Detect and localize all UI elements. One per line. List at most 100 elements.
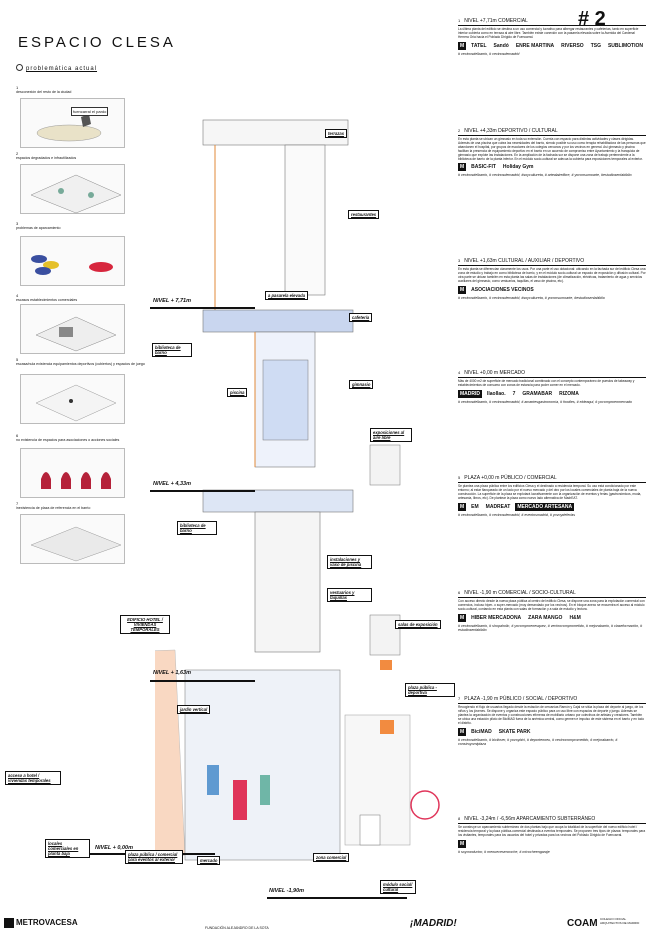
level-label-3: NIVEL + 1,63m — [153, 670, 191, 676]
label-cafeteria: cafetería — [349, 313, 373, 322]
page-title: ESPACIO CLESA — [18, 34, 176, 51]
logo: MADREAT — [485, 503, 511, 510]
level-label-4: NIVEL + 0,00m — [95, 845, 133, 851]
label-locales: locales comerciales en planta baja — [45, 839, 90, 858]
section-target: # vecinosdelbarrio, # vecinosdemadrid, #… — [458, 173, 632, 178]
logo: TSG — [590, 42, 601, 49]
logo: GRAMABAR — [522, 390, 553, 397]
label-piscina: piscina — [227, 388, 248, 397]
section-text: Más de 4000 m2 de superficie de mercado … — [458, 379, 635, 387]
page-subtitle: problemática actual — [26, 66, 98, 72]
logo: RIVERSO — [561, 42, 584, 49]
label-plaza-deportiva: plaza pública - deportiva — [405, 683, 455, 697]
label-instalaciones: instalaciones y vaso de piscina — [327, 555, 372, 569]
section-target: # vecinosdelbarrio, # shopaholic, # yoco… — [458, 623, 643, 633]
problem-7-sketch — [20, 514, 125, 564]
logo: MERCADO ARTESANA — [515, 502, 575, 511]
section-target: # vecinosdelbarrio, # vecinosdemadrid, #… — [458, 512, 576, 517]
section-text: Recogiendo el flujo de usuarios llegado … — [458, 705, 645, 725]
problem-5-sketch — [20, 374, 125, 424]
problem-6-sketch — [20, 448, 125, 498]
metrovacesa-logo: METROVACESA — [4, 918, 78, 928]
logo: M — [458, 613, 467, 622]
logo: Holiday Gym — [502, 164, 534, 171]
logo: TATEL — [471, 42, 487, 49]
level-line-3 — [150, 680, 255, 682]
logo: Sandó — [493, 42, 509, 49]
logo: M — [458, 285, 467, 294]
sketch-label: fuencarral el pardo — [71, 107, 109, 116]
section-target: # vecinosdelbarrio, # vecinosdemadrid, #… — [458, 295, 605, 300]
section-text: Con acceso directo desde la nueva plaza … — [458, 599, 645, 611]
logo: ENRE MARTINA — [515, 42, 555, 49]
section-target: # vecinosdelbarrio, # vecinosdemadrid, #… — [458, 399, 632, 404]
sponsor-logos: MADRID llaollao. 7 GRAMABAR RIZOMA — [458, 389, 646, 398]
label-zona-comercial: zona comercial — [313, 853, 350, 862]
problem-3-sketch — [20, 236, 125, 286]
label-salas: salas de exposición — [395, 620, 441, 629]
label-biblioteca-1: biblioteca de barrio — [152, 343, 192, 357]
label-restaurantes: restaurantes — [348, 210, 380, 219]
level-line-1 — [150, 307, 255, 309]
logo: M — [458, 502, 467, 511]
logo: RIZOMA — [559, 390, 579, 397]
problem-2-sketch — [20, 164, 125, 214]
location-pin-icon — [16, 64, 23, 71]
logo: BiciMAD — [471, 728, 492, 735]
logo: MADRID — [458, 389, 482, 398]
level-label-1: NIVEL + 7,71m — [153, 298, 191, 304]
madrid-logo: ¡MADRID! — [410, 918, 457, 929]
logo: 7 — [512, 390, 516, 397]
section-text: Se plantea una plaza pública entre los e… — [458, 484, 642, 500]
label-terrazas: terrazas — [325, 129, 348, 138]
axonometric-plan: NIVEL + 7,71m NIVEL + 4,33m NIVEL + 1,63… — [5, 115, 455, 899]
coam-subtitle: COLEGIO OFICIAL ARQUITECTOS DE MADRID — [600, 917, 640, 925]
coam-logo: COAM — [567, 918, 598, 929]
section-text: Se construye un aparcamiento subterráneo… — [458, 825, 646, 837]
sponsor-logos: M — [458, 839, 646, 848]
logo: ASOCIACIONES VECINOS — [471, 286, 534, 293]
label-jardin: jardín vertical — [177, 705, 211, 714]
label-modulo: módulo social/ cultural — [380, 880, 416, 894]
level-label-2: NIVEL + 4,33m — [153, 481, 191, 487]
section-text: En esta planta se ubican un gimnasio en … — [458, 137, 646, 161]
level-label-5: NIVEL -1,90m — [269, 888, 305, 894]
label-plaza-comercial: plaza pública / comercial para eventos a… — [125, 850, 183, 864]
sponsor-logos: M TATEL Sandó ENRE MARTINA RIVERSO TSG S… — [458, 41, 646, 50]
logo: M — [458, 727, 467, 736]
label-biblioteca-2: biblioteca de barrio — [177, 521, 217, 535]
section-text: En esta planta se diferencian claramente… — [458, 267, 646, 283]
fundacion-credit: FUNDACIÓN ALEJANDRO DE LA SOTA — [205, 926, 269, 930]
label-gimnasio: gimnasio — [349, 380, 374, 389]
section-text: La última planta del edificio se destina… — [458, 27, 639, 39]
logo: SUBLIMOTION — [607, 42, 643, 49]
sheet-number: # 2 — [578, 8, 606, 30]
logo: llaollao. — [487, 390, 506, 397]
logo: M — [458, 839, 467, 848]
logo: SKATE PARK — [498, 728, 531, 735]
sponsor-logos: M BiciMAD SKATE PARK — [458, 727, 646, 736]
section-target: # vecinosdelbarrio, # vecinosdemadrid — [458, 51, 520, 56]
level-line-2 — [150, 490, 255, 492]
